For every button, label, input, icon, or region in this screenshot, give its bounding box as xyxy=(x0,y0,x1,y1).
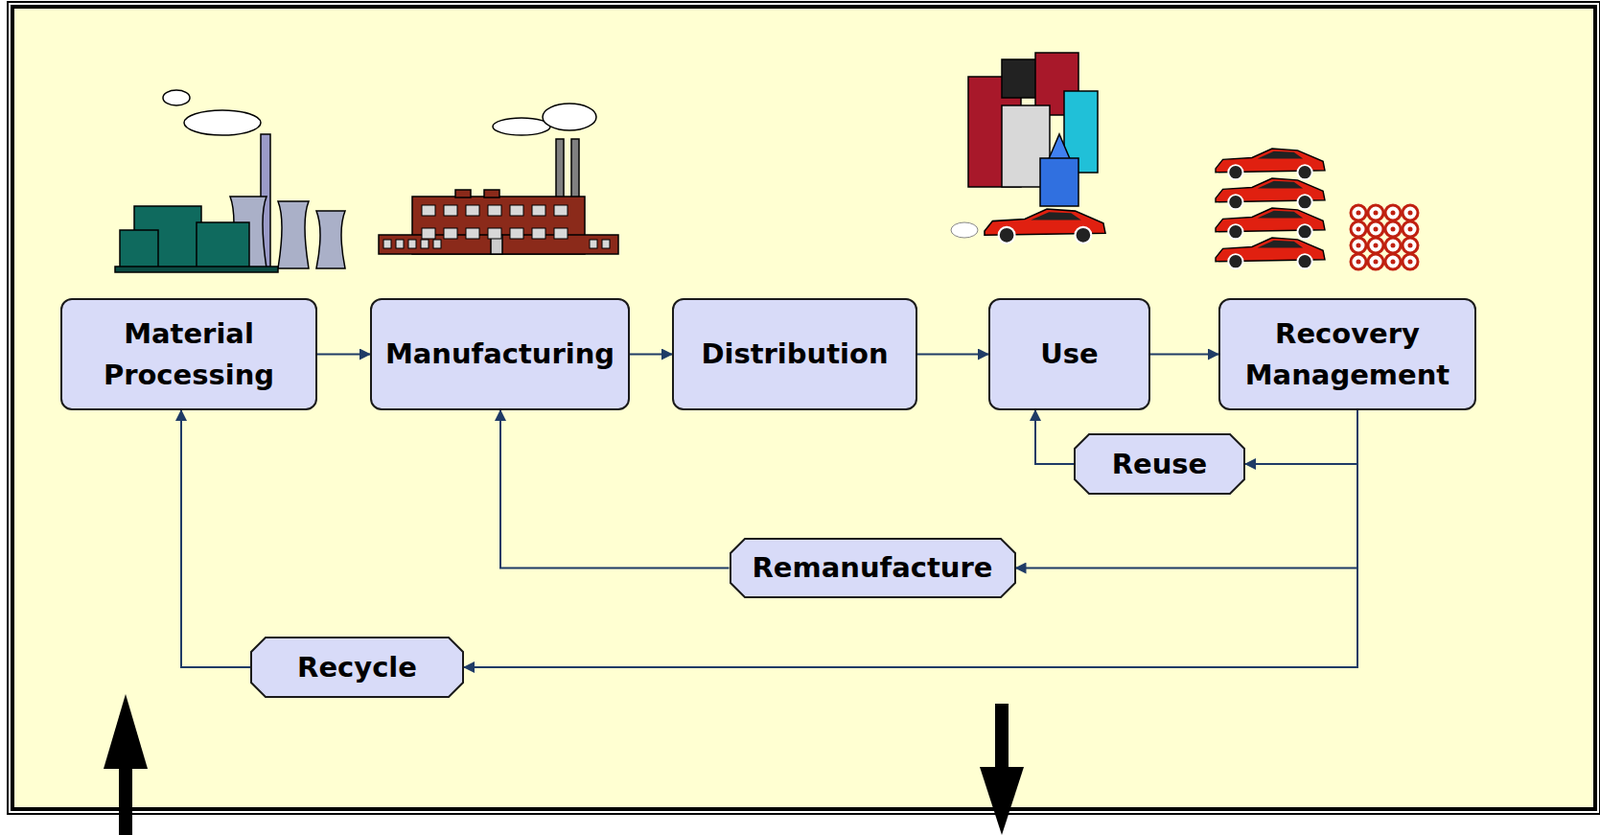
inflow-arrow xyxy=(103,694,148,835)
flow-arrow xyxy=(1245,410,1358,464)
hexagon-fill xyxy=(730,538,1016,598)
node-label: Use xyxy=(1034,333,1104,374)
node-label: Remanufacture xyxy=(746,547,999,588)
flow-arrow xyxy=(317,353,371,356)
flow-arrow xyxy=(463,410,1358,668)
process-box: Recovery Management xyxy=(1218,298,1477,411)
flow-arrow xyxy=(629,353,673,356)
option-box: Recycle xyxy=(250,636,464,698)
option-box: Remanufacture xyxy=(729,537,1017,599)
flow-arrow xyxy=(500,410,730,569)
city-icon xyxy=(968,52,1098,207)
factory-icon xyxy=(378,103,619,255)
flow-arrow xyxy=(1150,353,1219,356)
flow-arrow xyxy=(181,410,251,668)
node-label: Recovery Management xyxy=(1220,313,1475,395)
outflow-arrow xyxy=(979,703,1024,835)
node-label: Manufacturing xyxy=(379,333,621,374)
node-label: Reuse xyxy=(1106,443,1214,485)
tire-stack-icon xyxy=(1350,205,1418,270)
flow-arrow xyxy=(917,353,989,356)
hexagon-fill xyxy=(1074,434,1245,494)
car-icons xyxy=(950,148,1325,269)
process-box: Use xyxy=(988,298,1151,411)
process-box: Material Processing xyxy=(60,298,318,411)
node-label: Recycle xyxy=(291,647,423,688)
flow-arrow xyxy=(1016,410,1359,569)
factory-windows xyxy=(383,205,610,249)
option-box: Reuse xyxy=(1073,433,1246,495)
hexagon-fill xyxy=(251,637,464,697)
power-plant-icon xyxy=(115,90,346,273)
process-box: Distribution xyxy=(672,298,918,411)
process-box: Manufacturing xyxy=(370,298,630,411)
node-label: Distribution xyxy=(695,333,894,374)
flow-arrow xyxy=(1035,410,1074,464)
node-label: Material Processing xyxy=(62,313,316,395)
